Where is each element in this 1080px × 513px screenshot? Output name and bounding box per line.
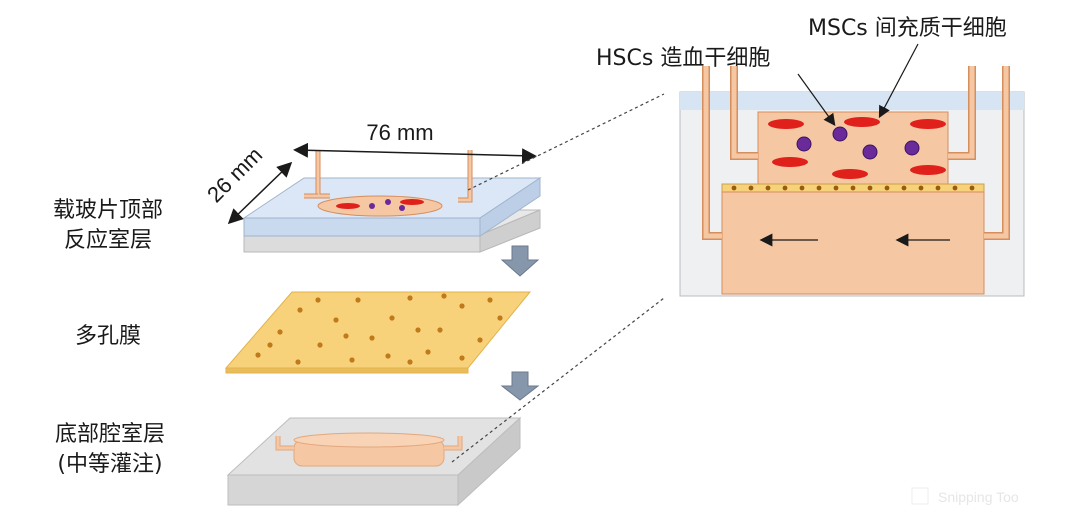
down-arrow-icon bbox=[500, 371, 540, 401]
membrane-pore bbox=[884, 185, 890, 191]
slide-purple-cell bbox=[369, 203, 375, 209]
down-arrow-icon bbox=[500, 245, 540, 277]
depth-dimension-line bbox=[227, 161, 293, 225]
membrane-pore bbox=[901, 185, 907, 191]
membrane-pore bbox=[935, 185, 941, 191]
membrane-pore bbox=[437, 327, 443, 333]
slide-purple-cell bbox=[385, 199, 391, 205]
membrane-label: 多孔膜 bbox=[74, 324, 141, 349]
membrane-pore bbox=[343, 333, 349, 339]
membrane-pore bbox=[765, 185, 771, 191]
membrane-pore bbox=[425, 349, 431, 355]
membrane-pore bbox=[407, 295, 413, 301]
top-slide-layer bbox=[242, 150, 542, 253]
red-cell bbox=[832, 169, 868, 179]
cross-section-zoom bbox=[679, 66, 1025, 297]
membrane-pore bbox=[333, 317, 339, 323]
membrane-pore bbox=[487, 297, 493, 303]
membrane-pore bbox=[317, 342, 323, 348]
membrane-pore bbox=[799, 185, 805, 191]
membrane-pore bbox=[369, 335, 375, 341]
hsc-pointer bbox=[797, 73, 836, 126]
red-cell bbox=[910, 119, 946, 129]
red-cell bbox=[910, 165, 946, 175]
hsc-label: HSCs 造血干细胞 bbox=[596, 46, 771, 71]
bottom-layer-label-line2: (中等灌注) bbox=[57, 452, 163, 477]
membrane-pore bbox=[385, 353, 391, 359]
membrane-pore bbox=[415, 327, 421, 333]
membrane-pore bbox=[833, 185, 839, 191]
membrane-pore bbox=[969, 185, 975, 191]
bottom-layer-label: 底部腔室层 (中等灌注) bbox=[30, 420, 190, 480]
membrane-pore bbox=[918, 185, 924, 191]
purple-cell bbox=[862, 144, 878, 160]
red-cell bbox=[768, 119, 804, 129]
depth-dimension-label: 26 mm bbox=[202, 142, 267, 207]
membrane-pore bbox=[407, 359, 413, 365]
bottom-layer-label-line1: 底部腔室层 bbox=[54, 422, 165, 447]
membrane-pore bbox=[731, 185, 737, 191]
membrane-pore bbox=[867, 185, 873, 191]
membrane-pore bbox=[355, 297, 361, 303]
red-cell bbox=[844, 117, 880, 127]
msc-label: MSCs 间充质干细胞 bbox=[808, 16, 1007, 41]
membrane-pore bbox=[315, 297, 321, 303]
slide-purple-cell bbox=[399, 205, 405, 211]
membrane-pore bbox=[459, 303, 465, 309]
red-cell bbox=[772, 157, 808, 167]
purple-cell bbox=[832, 126, 848, 142]
slide-red-cell bbox=[336, 203, 360, 209]
membrane-pore bbox=[389, 315, 395, 321]
width-dimension-label: 76 mm bbox=[366, 120, 433, 145]
membrane-pore bbox=[459, 355, 465, 361]
top-layer-label-line1: 载玻片顶部 bbox=[52, 198, 163, 223]
top-layer-label: 载玻片顶部 反应室层 bbox=[38, 196, 178, 256]
membrane-pore bbox=[441, 293, 447, 299]
membrane-pore bbox=[349, 357, 355, 363]
purple-cell bbox=[904, 140, 920, 156]
membrane-pore bbox=[816, 185, 822, 191]
msc-pointer bbox=[878, 43, 919, 119]
membrane-pore bbox=[782, 185, 788, 191]
membrane-pore bbox=[267, 342, 273, 348]
membrane-pore bbox=[952, 185, 958, 191]
membrane-pore bbox=[748, 185, 754, 191]
zoom-connector-top bbox=[467, 93, 665, 191]
membrane-pore bbox=[295, 359, 301, 365]
membrane-pore bbox=[477, 337, 483, 343]
bottom-chamber-layer bbox=[226, 416, 522, 507]
porous-membrane bbox=[224, 291, 532, 374]
purple-cell bbox=[796, 136, 812, 152]
slide-red-cell bbox=[400, 199, 424, 205]
top-layer-label-line2: 反应室层 bbox=[63, 228, 152, 253]
membrane-pores bbox=[255, 293, 503, 365]
membrane-pore bbox=[497, 315, 503, 321]
zoom-connector-bottom bbox=[451, 297, 665, 463]
watermark: Snipping Too bbox=[938, 489, 1019, 505]
width-dimension-line bbox=[293, 142, 537, 164]
membrane-pore bbox=[297, 307, 303, 313]
membrane-pore bbox=[255, 352, 261, 358]
membrane-pore bbox=[850, 185, 856, 191]
membrane-pore bbox=[277, 329, 283, 335]
